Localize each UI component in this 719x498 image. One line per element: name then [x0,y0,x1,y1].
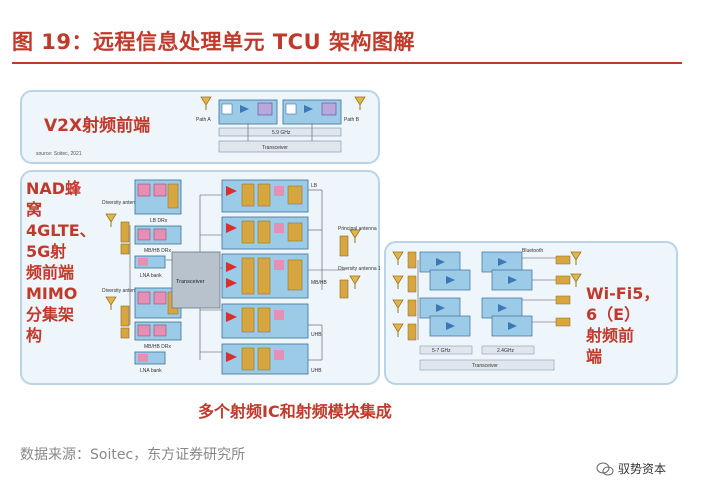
v2x-transceiver [218,140,342,153]
antenna-icon [392,323,404,338]
mbhb-drx-label: MB/HB DRx [144,248,171,254]
wifi-transceiver [419,359,555,371]
v2x-path-a-label: Path A [196,117,211,123]
v2x-path-b-label: Path B [344,117,360,123]
nad-label-line: 分集架 [26,305,75,324]
wifi-band-5-7-bar [419,345,473,355]
title-rule [12,62,682,64]
bluetooth-label: Bluetooth [522,248,543,254]
principal-antenna-label: Principal antenna [338,226,377,232]
band-lb-label: LB [311,183,318,189]
diversity-3-label: Diversity antenna 3 [102,288,145,294]
lna-bank-2-label: LNA bank [140,368,162,374]
antenna-icon [392,275,404,290]
v2x-transceiver-label: Transceiver [262,145,288,151]
diversity-1-label: Diversity antenna 1 [338,266,381,272]
watermark-text: 驭势资本 [618,462,667,476]
antenna-icon [392,251,404,266]
wechat-icon [596,462,614,475]
nad-label-line: MIMO [26,284,78,303]
diversity-2-label: Diversity antenna 2 [102,200,145,206]
nad-label-line: NAD蜂 [26,179,82,198]
nad-label-line: 频前端 [26,263,75,282]
band-uhb-1-label: UHB [311,332,322,338]
wifi-band-2-4-bar [481,345,535,355]
band-mbhb-label: MB/HB [311,280,328,286]
antenna-icon [570,251,582,266]
wifi-label-line: 端 [586,347,603,366]
wifi-diagram: Bluetooth 5-7 GHz 2.4GHz Transceiver [392,248,582,371]
mbhb-drx-label-2: MB/HB DRx [144,344,171,350]
wifi-band-2-4-label: 2.4GHz [497,348,514,354]
wifi-label-line: Wi-Fi5， [586,284,660,303]
figure-source: 数据来源：Soitec，东方证券研究所 [20,447,246,463]
band-uhb-2-label: UHB [311,368,322,374]
nad-label-line: 5G射 [26,242,67,261]
nad-label: NAD蜂 窝 4GLTE、 5G射 频前端 MIMO 分集架 构 [26,178,108,346]
nad-diagram: Diversity antenna 2 Diversity antenna 3 … [102,179,381,375]
lna-bank-1-label: LNA bank [140,273,162,279]
v2x-label: V2X射频前端 [44,116,151,136]
nad-label-line: 4GLTE、 [26,221,96,240]
antenna-icon [570,273,582,288]
v2x-band-label: 5.9 GHz [272,130,291,136]
v2x-source-note: source: Soitec, 2021 [36,151,82,157]
nad-label-line: 窝 [26,200,43,219]
nad-transceiver-label: Transceiver [176,279,205,285]
wifi-label-line: 6（E） [586,305,641,324]
v2x-diagram: Path A Path B 5.9 GHz Transceiver [196,96,366,153]
nad-label-line: 构 [26,326,43,345]
wifi-label: Wi-Fi5， 6（E） 射频前 端 [586,283,666,367]
antenna-icon [200,96,212,111]
antenna-icon [354,96,366,111]
wifi-transceiver-label: Transceiver [472,363,498,369]
lb-drx-label: LB DRx [150,218,168,224]
v2x-band-bar [218,127,342,137]
figure-subcaption: 多个射频IC和射频模块集成 [198,402,392,421]
wifi-band-5-7-label: 5-7 GHz [432,348,451,354]
figure-title: 图 19：远程信息处理单元 TCU 架构图解 [12,30,415,54]
nad-transceiver [171,251,221,309]
antenna-icon [392,299,404,314]
antenna-icon [349,275,361,290]
watermark: 驭势资本 [596,460,666,477]
wifi-label-line: 射频前 [586,326,635,345]
